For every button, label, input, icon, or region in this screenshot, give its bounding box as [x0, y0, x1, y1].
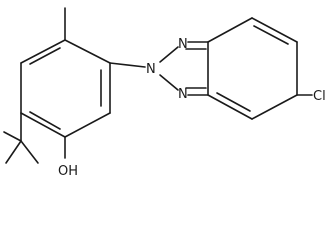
nitrogen-label-middle: N: [146, 62, 156, 77]
bond: [207, 17, 253, 43]
bond: [207, 94, 253, 120]
phenol-ring: [20, 39, 111, 138]
triazole-ring: [159, 41, 209, 96]
double-bond-inner: [29, 111, 61, 130]
double-bond-inner: [29, 47, 61, 65]
bond: [20, 140, 39, 164]
bond: [64, 39, 111, 64]
bond: [159, 46, 179, 63]
nitrogen-label-top: N: [178, 37, 188, 52]
bond: [251, 17, 298, 43]
benzo-ring: [207, 17, 298, 120]
bond: [3, 131, 22, 142]
double-bond-inner: [253, 25, 289, 45]
structure-canvas: OH N N N Cl: [3, 7, 326, 179]
hydroxyl-label: OH: [58, 164, 78, 179]
chlorine-label: Cl: [313, 89, 326, 104]
tert-butyl-group: [3, 112, 39, 164]
nitrogen-label-bottom: N: [178, 87, 188, 102]
bond: [251, 94, 298, 120]
aryl-n-bond: [109, 62, 146, 68]
bond: [5, 140, 22, 164]
bond: [159, 74, 179, 91]
bond: [20, 112, 66, 138]
bond: [20, 39, 66, 64]
double-bond-inner: [216, 92, 251, 112]
bond: [64, 112, 111, 138]
molecule-diagram: OH N N N Cl: [3, 7, 326, 179]
